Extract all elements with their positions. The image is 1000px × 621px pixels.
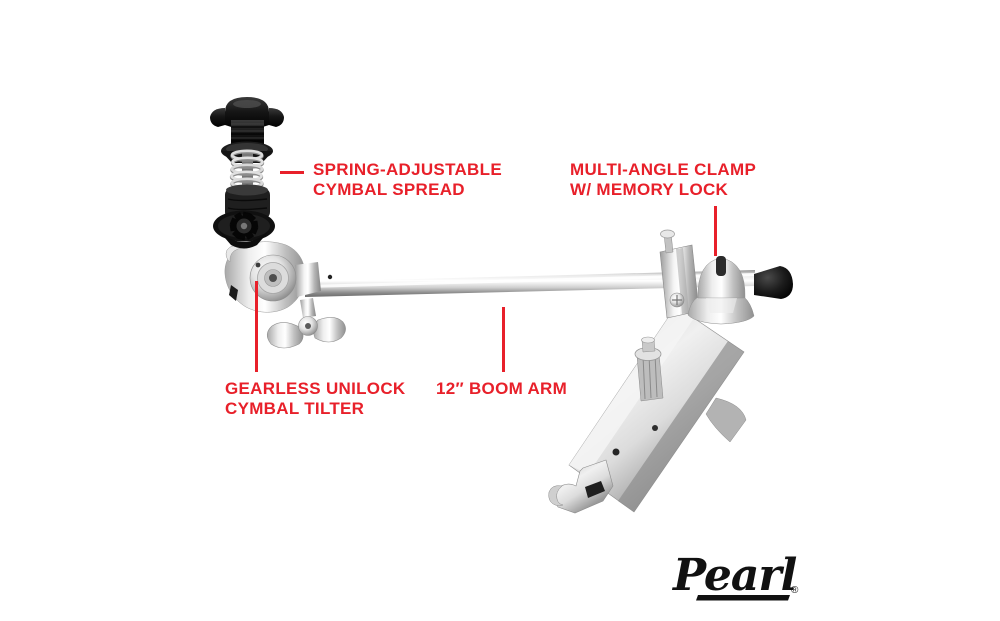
multi-angle-clamp-dome	[687, 256, 755, 325]
callout-cymbal-tilter: GEARLESS UNILOCK CYMBAL TILTER	[225, 379, 405, 419]
clamp-adapter-body	[548, 305, 747, 514]
mount-hole	[612, 448, 620, 456]
callout-line-multi-angle-clamp	[714, 206, 717, 256]
callout-text-line: W/ MEMORY LOCK	[570, 180, 729, 199]
cymbal-spread-assembly	[210, 97, 284, 249]
callout-multi-angle-clamp: MULTI-ANGLE CLAMP W/ MEMORY LOCK	[570, 160, 756, 200]
cymbal-seat	[213, 210, 275, 249]
spring	[229, 149, 265, 198]
callout-text-line: MULTI-ANGLE CLAMP	[570, 160, 757, 179]
registered-trademark-symbol: ®	[791, 585, 799, 596]
callout-text-line: CYMBAL SPREAD	[313, 180, 465, 199]
callout-line-boom-arm	[502, 307, 505, 372]
callout-line-cymbal-tilter	[255, 281, 258, 372]
pearl-logo-underline	[696, 595, 790, 601]
memory-lock-collar	[659, 229, 700, 319]
callout-text-line: SPRING-ADJUSTABLE	[313, 160, 502, 179]
pearl-logo: Pearl ®	[671, 550, 799, 601]
knurled-tension-bolt	[634, 336, 664, 402]
callout-boom-arm: 12″ BOOM ARM	[436, 379, 567, 399]
callout-line-cymbal-spread	[280, 171, 304, 174]
callout-cymbal-spread: SPRING-ADJUSTABLE CYMBAL SPREAD	[313, 160, 502, 200]
callout-text-line: GEARLESS UNILOCK	[225, 379, 406, 398]
tilter-wing-bolt	[266, 298, 346, 349]
mount-hole	[652, 425, 658, 431]
boom-end-knob	[754, 266, 793, 299]
clamp-claw-foot	[548, 459, 614, 514]
callout-text-line: 12″ BOOM ARM	[436, 379, 568, 398]
pearl-logo-text: Pearl	[671, 550, 797, 601]
boom-arm-tube	[305, 270, 755, 297]
gearless-tilter	[224, 241, 346, 349]
callout-text-line: CYMBAL TILTER	[225, 399, 365, 418]
